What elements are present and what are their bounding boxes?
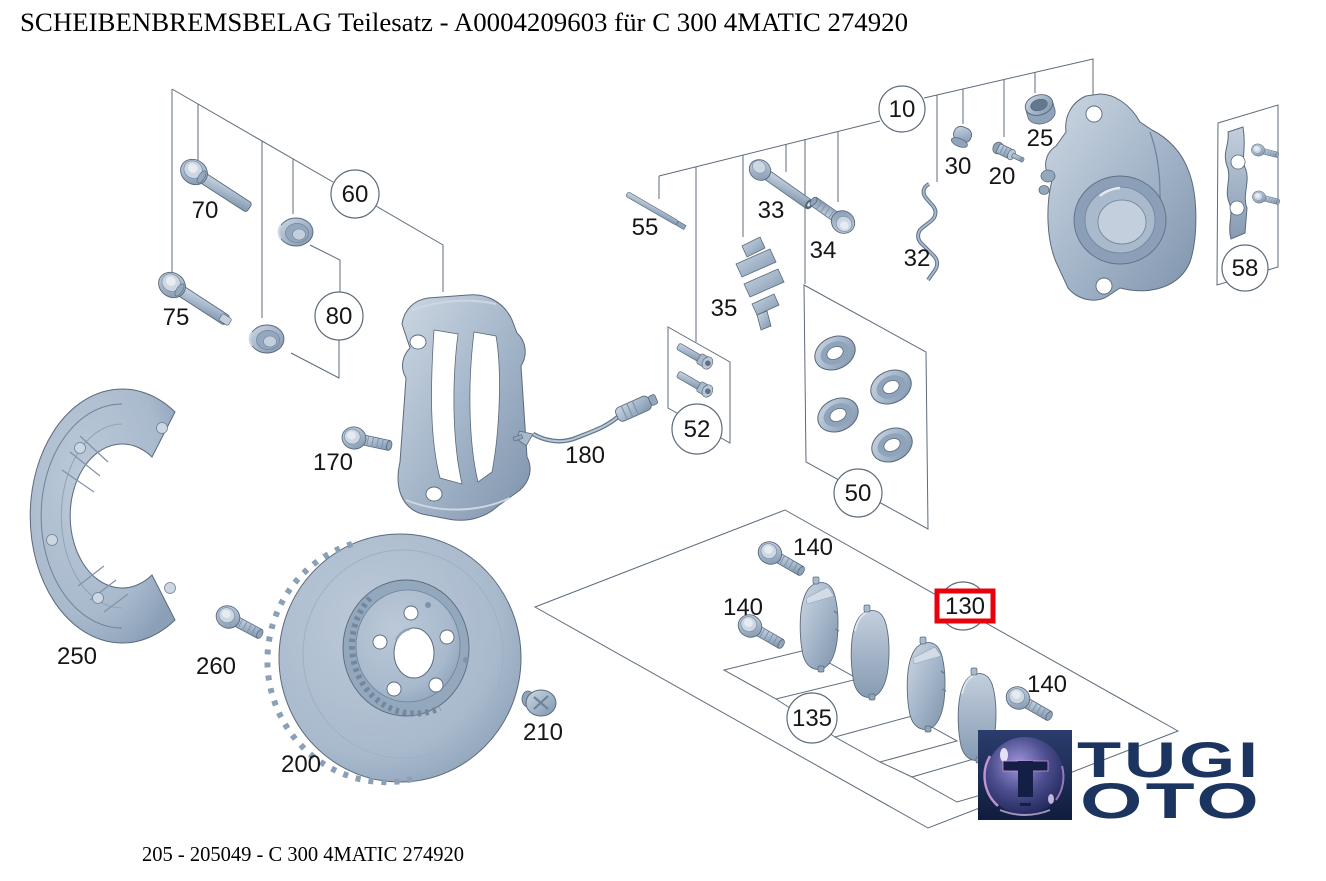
callout-58[interactable]: 58 <box>1221 244 1269 292</box>
part-wire-32 <box>916 182 940 282</box>
part-cap-30 <box>950 125 973 148</box>
highlight-box-130 <box>934 588 996 624</box>
label-25[interactable]: 25 <box>1027 125 1054 152</box>
callouts: 60 80 10 52 50 58 135 130 <box>314 85 1269 744</box>
callout-10[interactable]: 10 <box>878 85 926 133</box>
label-260[interactable]: 260 <box>196 653 236 680</box>
parts-artwork <box>29 93 1282 786</box>
label-140-1[interactable]: 140 <box>793 534 833 561</box>
watermark-line1: TUGI <box>1077 732 1261 788</box>
callout-130[interactable]: 130 <box>934 581 996 631</box>
label-170[interactable]: 170 <box>313 449 353 476</box>
part-splash-shield-250 <box>29 388 176 644</box>
callout-80[interactable]: 80 <box>314 291 364 341</box>
label-33[interactable]: 33 <box>758 197 785 224</box>
watermark-line2: OTO <box>1080 773 1262 829</box>
part-brake-caliper <box>1038 93 1197 301</box>
watermark-logo: TUGI OTO <box>978 730 1262 829</box>
part-seal-rings-50 <box>814 335 913 463</box>
part-guide-bushing-lower <box>248 324 285 354</box>
callout-58-label[interactable]: 58 <box>1232 255 1259 282</box>
part-brake-disc-200 <box>264 533 522 786</box>
part-pin-55 <box>626 192 687 230</box>
label-75[interactable]: 75 <box>163 304 190 331</box>
callout-60-label[interactable]: 60 <box>342 181 369 208</box>
label-35[interactable]: 35 <box>711 295 738 322</box>
part-bolt-260 <box>211 601 268 646</box>
label-140-3[interactable]: 140 <box>1027 671 1067 698</box>
callout-52-label[interactable]: 52 <box>684 416 711 443</box>
label-70[interactable]: 70 <box>192 197 219 224</box>
label-34[interactable]: 34 <box>810 237 837 264</box>
callout-80-label[interactable]: 80 <box>326 303 353 330</box>
label-140-2[interactable]: 140 <box>723 594 763 621</box>
label-250[interactable]: 250 <box>57 643 97 670</box>
part-bleeder-valve-20 <box>992 141 1025 163</box>
part-caliper-bracket <box>397 294 531 521</box>
label-200[interactable]: 200 <box>281 751 321 778</box>
callout-135[interactable]: 135 <box>786 692 838 744</box>
part-screw-210 <box>521 689 557 717</box>
callout-60[interactable]: 60 <box>330 169 380 219</box>
label-55[interactable]: 55 <box>632 214 659 241</box>
label-20[interactable]: 20 <box>989 163 1016 190</box>
callout-50[interactable]: 50 <box>833 468 883 518</box>
page-title: SCHEIBENBREMSBELAG Teilesatz - A00042096… <box>20 8 908 37</box>
part-wear-sensor-180 <box>512 394 659 447</box>
part-guide-bolt-75 <box>153 266 235 332</box>
part-pins-52 <box>674 339 716 400</box>
callout-10-label[interactable]: 10 <box>889 96 916 123</box>
callout-52[interactable]: 52 <box>671 403 723 455</box>
footer-caption: 205 - 205049 - C 300 4MATIC 274920 <box>142 842 464 866</box>
callout-50-label[interactable]: 50 <box>845 480 872 507</box>
callout-130-label[interactable]: 130 <box>945 593 985 620</box>
label-32[interactable]: 32 <box>904 245 931 272</box>
logo-monogram-t-icon <box>1002 760 1049 806</box>
label-210[interactable]: 210 <box>523 719 563 746</box>
label-30[interactable]: 30 <box>945 153 972 180</box>
part-guide-bushing-upper <box>277 217 314 247</box>
part-clip-35 <box>735 236 785 331</box>
part-retainer-plate-58 <box>1224 126 1282 240</box>
label-180[interactable]: 180 <box>565 442 605 469</box>
part-bolt-34 <box>804 190 860 239</box>
callout-135-label[interactable]: 135 <box>792 705 832 732</box>
part-bushing-25 <box>1024 94 1056 125</box>
part-number-labels: 70 75 170 180 250 260 200 210 55 33 34 3… <box>57 125 1067 778</box>
